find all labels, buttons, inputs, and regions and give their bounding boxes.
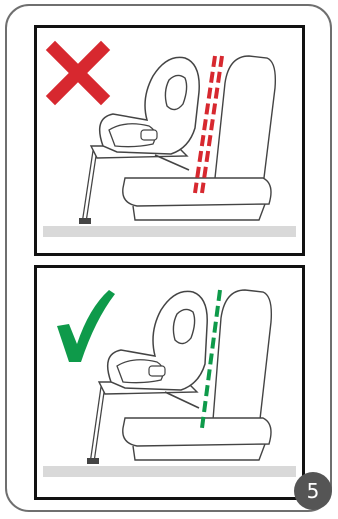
- headrest-window: [165, 75, 186, 109]
- correct-seat-illustration: [37, 268, 302, 497]
- vehicle-seat-cushion: [123, 418, 271, 446]
- red-cross-icon: [55, 50, 101, 96]
- headrest-window: [173, 309, 194, 343]
- green-check-icon: [57, 290, 115, 362]
- incorrect-installation-panel: [34, 25, 305, 256]
- isofix-arm: [155, 155, 189, 170]
- correct-installation-panel: [34, 265, 305, 500]
- floor-bar: [43, 466, 296, 477]
- vehicle-seat-backrest: [215, 56, 275, 186]
- page-number-badge: 5: [294, 472, 332, 510]
- incorrect-seat-illustration: [37, 28, 302, 253]
- vehicle-seat-backrest: [213, 290, 271, 428]
- floor-bar: [43, 226, 296, 237]
- isofix-arm: [165, 392, 199, 408]
